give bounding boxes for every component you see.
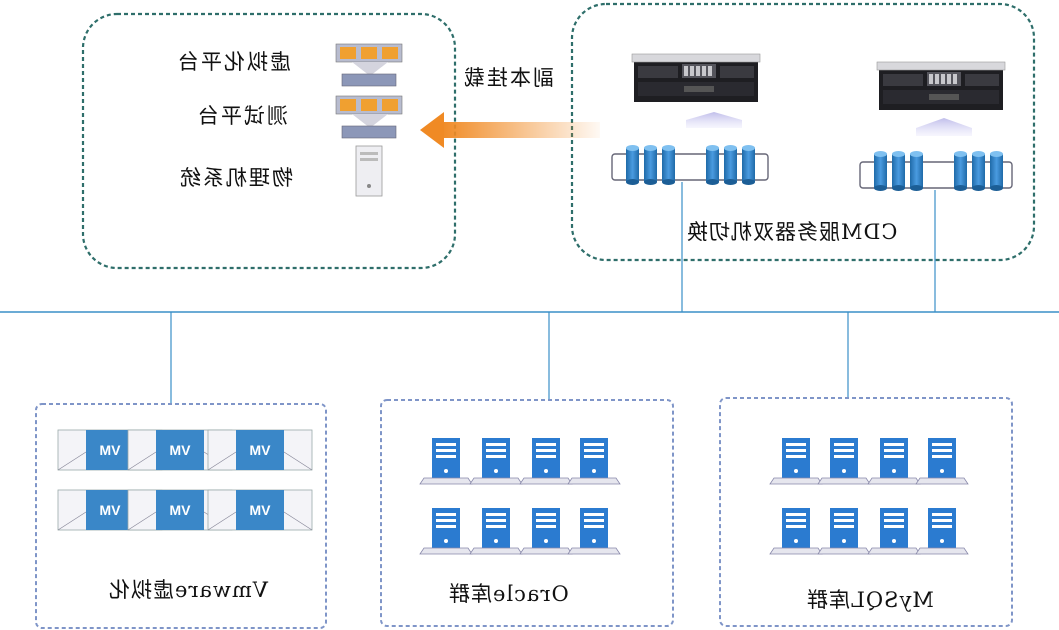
vm-tile-label: VM bbox=[250, 442, 271, 458]
label-test-platform: 测试平台 bbox=[196, 104, 288, 128]
vm-tile-label: VM bbox=[170, 502, 191, 518]
vm-tile-label: VM bbox=[100, 442, 121, 458]
link-beam bbox=[686, 112, 742, 128]
label-physical-system: 物理机系统 bbox=[178, 166, 293, 190]
disk-array-icon bbox=[859, 151, 1013, 191]
label-vmware-group: Vmware虚拟化 bbox=[108, 578, 269, 602]
tower-server-icon bbox=[355, 145, 383, 197]
vm-tile-label: VM bbox=[250, 502, 271, 518]
label-replica-mount: 副本挂载 bbox=[462, 66, 554, 90]
label-oracle-group: Oracle库群 bbox=[448, 582, 569, 606]
rack-server-icon bbox=[631, 53, 761, 103]
left-panel-border bbox=[81, 12, 457, 270]
link-beam bbox=[916, 118, 972, 136]
oracle-server-grid bbox=[419, 437, 621, 555]
mysql-group-border bbox=[719, 397, 1013, 627]
right-panel-border bbox=[570, 2, 1036, 262]
oracle-group-border bbox=[380, 399, 674, 627]
virtualization-stack-icon bbox=[335, 43, 403, 139]
vm-tile-label: VM bbox=[170, 442, 191, 458]
label-mysql-group: MySQL库群 bbox=[806, 588, 934, 612]
label-virtualization-platform: 虚拟化平台 bbox=[176, 50, 291, 74]
mysql-server-grid bbox=[769, 437, 969, 555]
label-cdm-failover: CDM服务器双机切换 bbox=[686, 220, 898, 244]
replica-mount-arrow bbox=[420, 112, 600, 148]
disk-array-icon bbox=[611, 145, 769, 185]
vmware-group-border bbox=[35, 403, 327, 629]
vm-tile-label: VM bbox=[100, 502, 121, 518]
rack-server-icon bbox=[876, 61, 1006, 111]
